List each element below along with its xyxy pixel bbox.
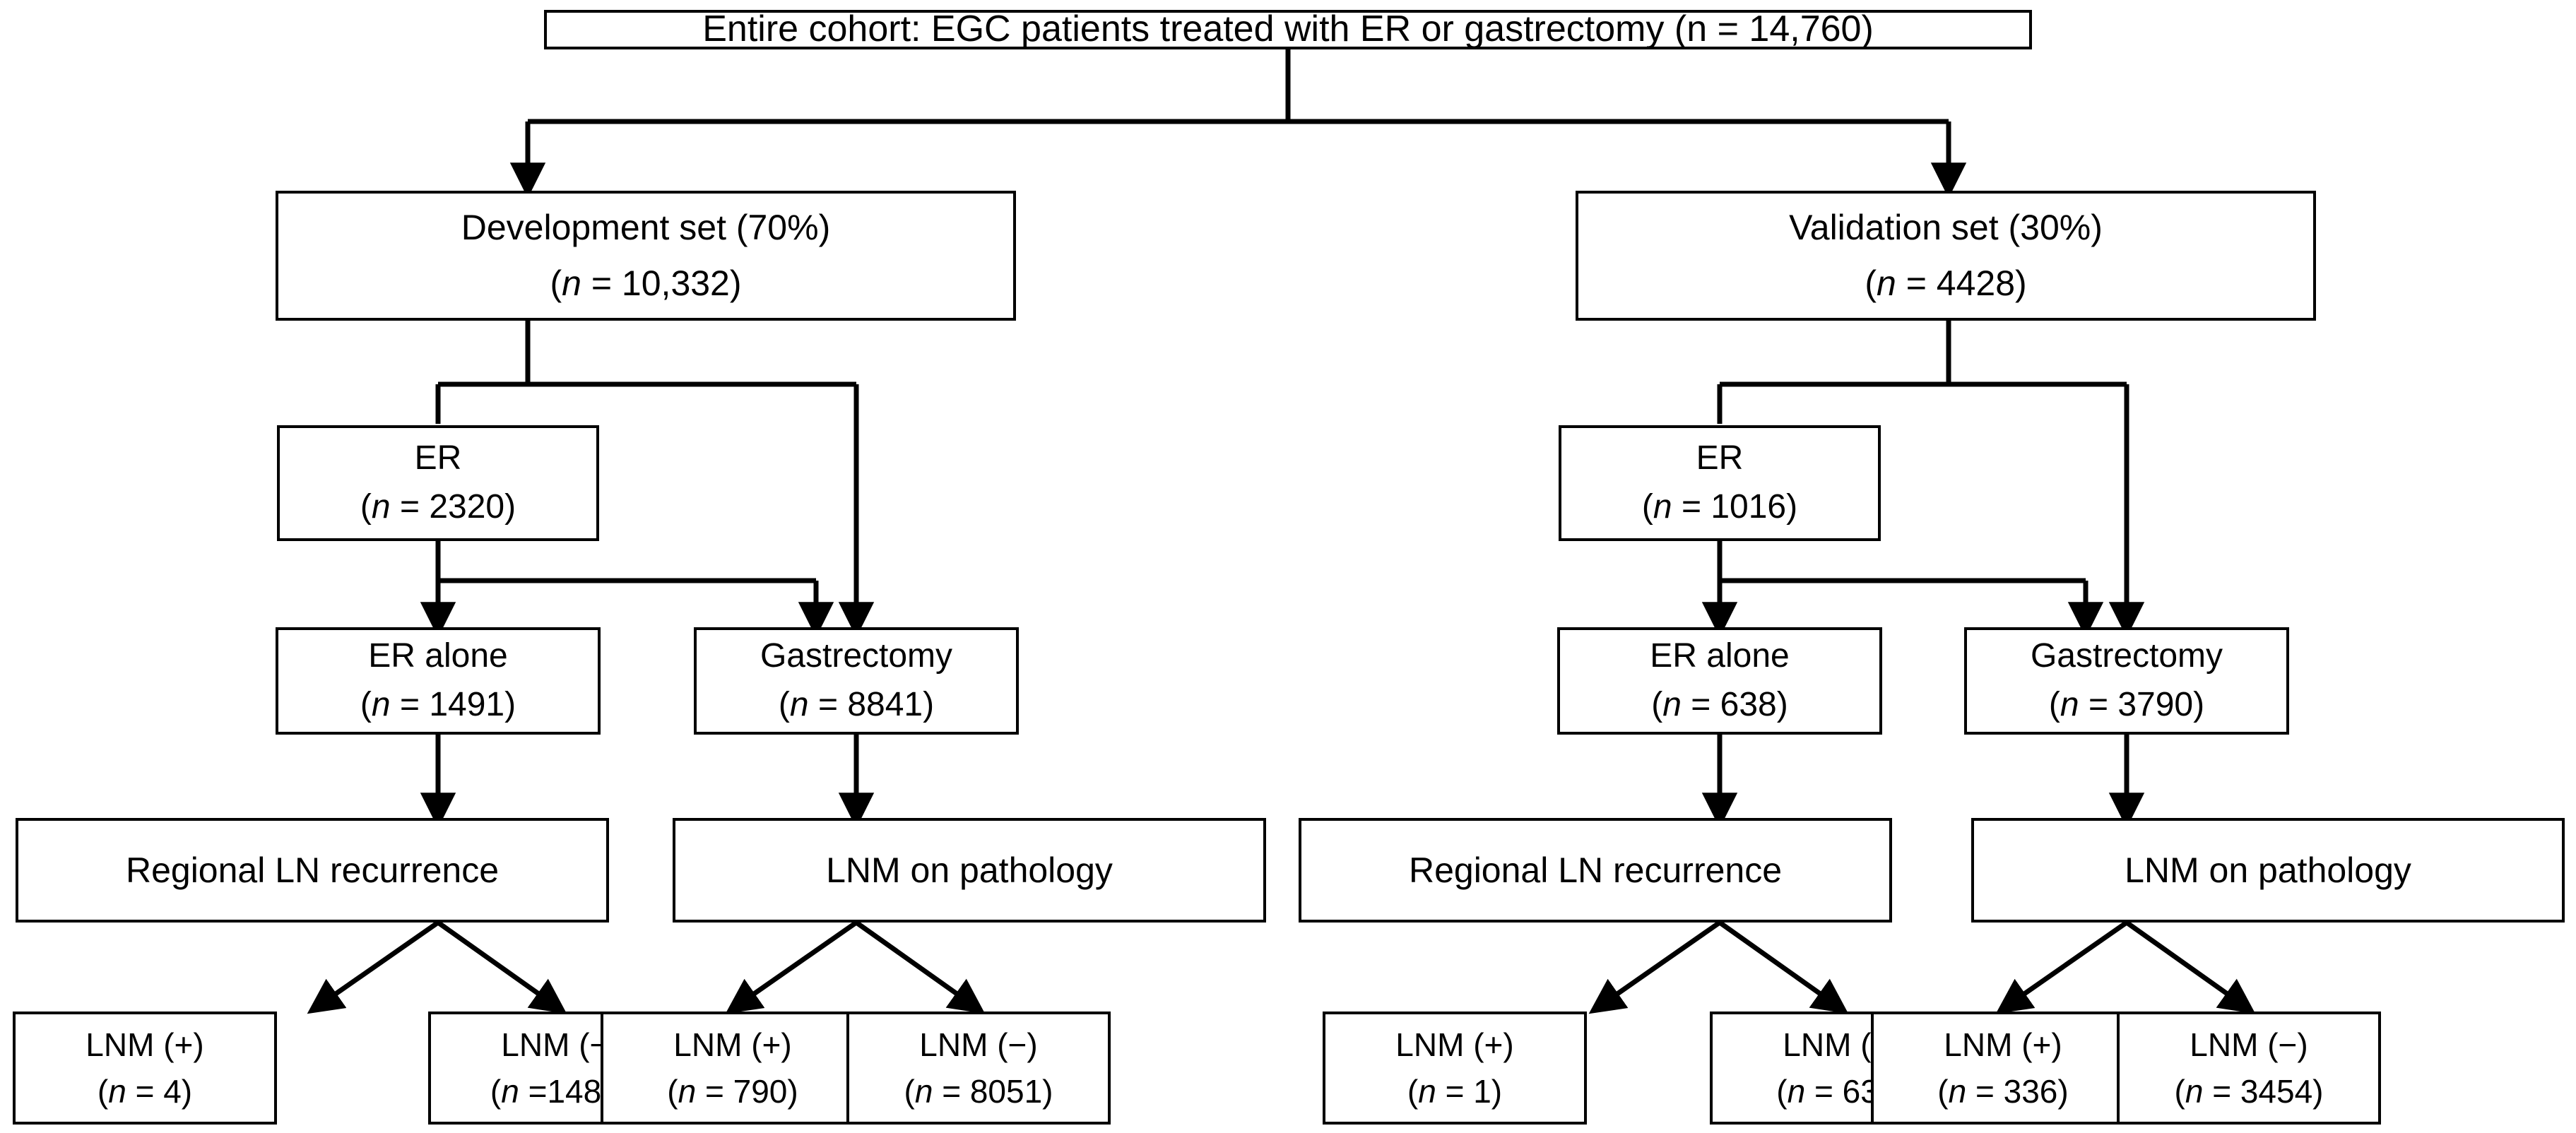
node-validation-er-line1: ER — [1696, 439, 1744, 477]
node-validation-recurrence-lnm-positive-line2: (n = 1) — [1407, 1073, 1503, 1110]
node-validation-pathology-lnm-positive[interactable]: LNM (+) (n = 336) — [1871, 1012, 2135, 1125]
node-development-regional-ln-recurrence[interactable]: Regional LN recurrence — [16, 818, 609, 923]
node-development-recurrence-lnm-positive-line1: LNM (+) — [85, 1026, 204, 1063]
node-entire-cohort[interactable]: Entire cohort: EGC patients treated with… — [544, 8, 2032, 50]
node-entire-cohort-line1: Entire cohort: EGC patients treated with… — [702, 8, 1874, 50]
node-development-er-alone[interactable]: ER alone (n = 1491) — [276, 627, 601, 735]
node-development-gastrectomy[interactable]: Gastrectomy (n = 8841) — [694, 627, 1019, 735]
node-development-er-alone-line1: ER alone — [368, 637, 508, 675]
node-development-lnm-on-pathology[interactable]: LNM on pathology — [673, 818, 1266, 923]
node-validation-set-line2: (n = 4428) — [1865, 263, 2027, 303]
node-development-gastrectomy-line1: Gastrectomy — [760, 637, 953, 675]
edge-val-rec-to-neg — [1718, 920, 1849, 1014]
edge-val-path-to-neg — [2125, 920, 2256, 1014]
node-validation-er-line2: (n = 1016) — [1641, 488, 1798, 526]
node-development-pathology-lnm-negative-line2: (n = 8051) — [904, 1073, 1053, 1110]
node-development-set-line2: (n = 10,332) — [550, 263, 742, 303]
node-development-pathology-lnm-negative-line1: LNM (−) — [919, 1026, 1038, 1063]
node-validation-set[interactable]: Validation set (30%) (n = 4428) — [1576, 191, 2316, 321]
node-validation-recurrence-lnm-positive-line1: LNM (+) — [1395, 1026, 1514, 1063]
node-development-er[interactable]: ER (n = 2320) — [277, 425, 599, 541]
node-validation-lnm-on-pathology-line1: LNM on pathology — [2125, 850, 2411, 890]
node-validation-lnm-on-pathology[interactable]: LNM on pathology — [1971, 818, 2565, 923]
node-validation-gastrectomy[interactable]: Gastrectomy (n = 3790) — [1964, 627, 2289, 735]
node-development-lnm-on-pathology-line1: LNM on pathology — [826, 850, 1113, 890]
node-development-recurrence-lnm-negative-line1: LNM (−) — [501, 1026, 620, 1063]
node-validation-pathology-lnm-negative-line2: (n = 3454) — [2174, 1073, 2324, 1110]
node-validation-er-alone-line2: (n = 638) — [1651, 686, 1788, 723]
node-development-recurrence-lnm-positive[interactable]: LNM (+) (n = 4) — [13, 1012, 277, 1125]
node-development-gastrectomy-line2: (n = 8841) — [778, 686, 935, 723]
node-validation-pathology-lnm-negative-line1: LNM (−) — [2190, 1026, 2308, 1063]
edge-dev-path-to-pos — [725, 920, 858, 1014]
node-validation-set-line1: Validation set (30%) — [1789, 208, 2103, 247]
node-validation-pathology-lnm-negative[interactable]: LNM (−) (n = 3454) — [2117, 1012, 2381, 1125]
edge-dev-path-to-neg — [854, 920, 986, 1014]
edge-val-rec-to-pos — [1588, 920, 1722, 1014]
node-validation-er-alone-line1: ER alone — [1650, 637, 1790, 675]
node-validation-regional-ln-recurrence-line1: Regional LN recurrence — [1408, 850, 1783, 890]
node-development-set[interactable]: Development set (70%) (n = 10,332) — [276, 191, 1016, 321]
node-validation-er[interactable]: ER (n = 1016) — [1559, 425, 1881, 541]
node-validation-pathology-lnm-positive-line2: (n = 336) — [1937, 1073, 2069, 1110]
node-development-pathology-lnm-positive-line1: LNM (+) — [673, 1026, 792, 1063]
node-validation-pathology-lnm-positive-line1: LNM (+) — [1944, 1026, 2062, 1063]
node-validation-gastrectomy-line1: Gastrectomy — [2030, 637, 2223, 675]
node-development-pathology-lnm-positive[interactable]: LNM (+) (n = 790) — [601, 1012, 865, 1125]
node-validation-recurrence-lnm-positive[interactable]: LNM (+) (n = 1) — [1323, 1012, 1587, 1125]
node-development-pathology-lnm-positive-line2: (n = 790) — [667, 1073, 798, 1110]
node-development-er-line2: (n = 2320) — [360, 488, 516, 526]
node-development-pathology-lnm-negative[interactable]: LNM (−) (n = 8051) — [846, 1012, 1111, 1125]
node-validation-er-alone[interactable]: ER alone (n = 638) — [1557, 627, 1882, 735]
edge-val-path-to-pos — [1995, 920, 2129, 1014]
node-validation-regional-ln-recurrence[interactable]: Regional LN recurrence — [1299, 818, 1892, 923]
edge-dev-rec-to-neg — [436, 920, 567, 1014]
edge-dev-rec-to-pos — [307, 920, 440, 1014]
node-development-er-alone-line2: (n = 1491) — [360, 686, 516, 723]
node-development-recurrence-lnm-positive-line2: (n = 4) — [97, 1073, 193, 1110]
node-validation-gastrectomy-line2: (n = 3790) — [2048, 686, 2205, 723]
node-development-er-line1: ER — [414, 439, 462, 477]
node-development-regional-ln-recurrence-line1: Regional LN recurrence — [125, 850, 500, 890]
node-development-set-line1: Development set (70%) — [461, 208, 831, 247]
